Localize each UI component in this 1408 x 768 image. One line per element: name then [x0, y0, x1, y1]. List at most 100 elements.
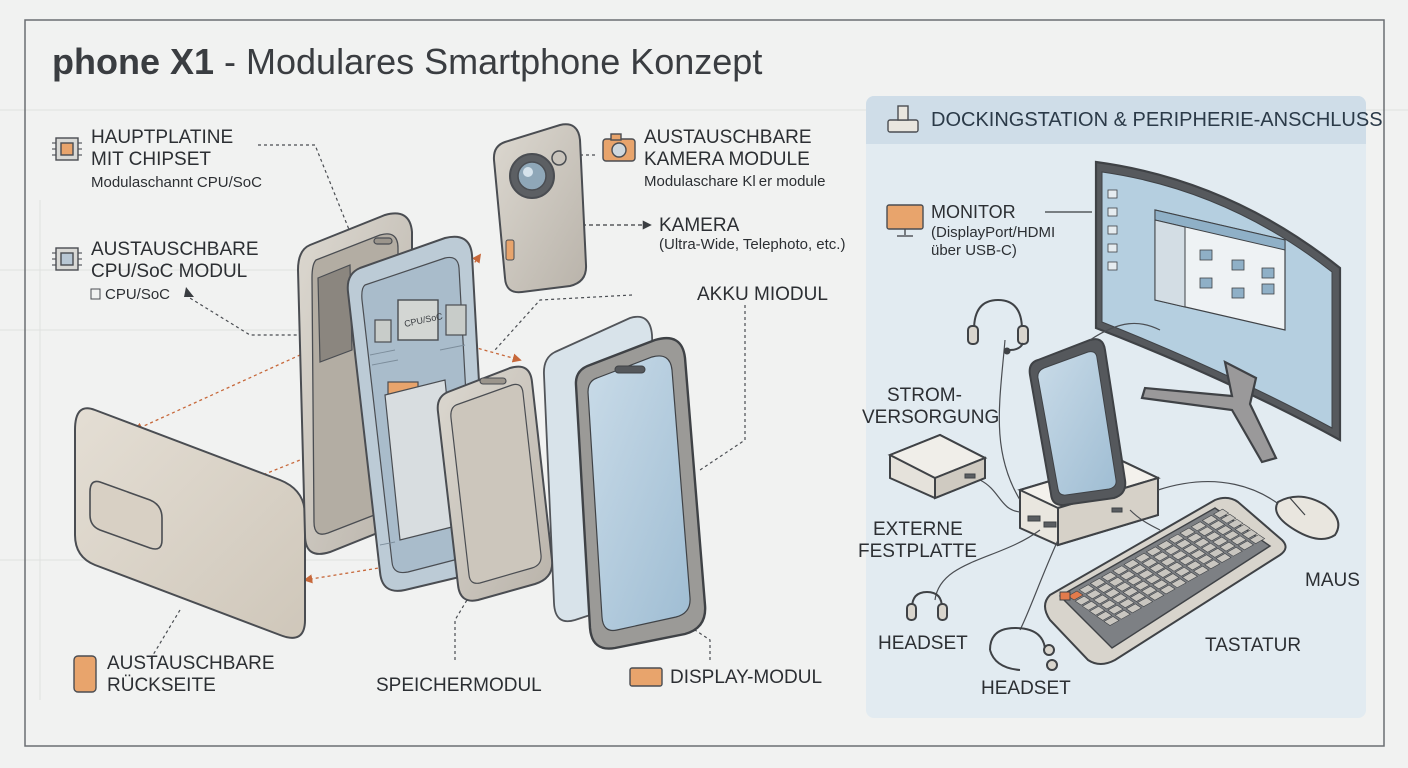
keyboard-key — [1189, 549, 1206, 559]
label-monitor-line2: (DisplayPort/HDMI — [931, 224, 1056, 241]
label-tastatur: TASTATUR — [1205, 635, 1302, 656]
label-cpu-line2: CPU/SoC MODUL — [91, 261, 248, 282]
dock-icon — [887, 105, 919, 133]
keyboard-key — [1167, 561, 1184, 572]
keyboard-key — [1067, 590, 1084, 601]
keyboard-key — [1137, 569, 1154, 580]
brand-name: phone X1 — [52, 41, 215, 82]
label-festplatte-line1: EXTERNE — [873, 519, 963, 540]
label-kamera-module-sub: Modulaschare Kl er module — [644, 173, 826, 190]
keyboard-key — [1129, 592, 1146, 602]
keyboard-key — [1223, 530, 1240, 541]
leader-lines — [149, 144, 746, 661]
keyboard-key — [1216, 525, 1233, 535]
keyboard-key — [1122, 587, 1139, 597]
chip-icon-hauptplatine — [52, 137, 82, 161]
label-monitor-line3: über USB-C) — [931, 242, 1017, 259]
keyboard-key — [1249, 534, 1266, 544]
label-hauptplatine-line1: HAUPTPLATINE — [91, 127, 234, 148]
label-rueckseite-line1: AUSTAUSCHBARE — [107, 653, 275, 674]
keyboard-key — [1220, 513, 1237, 524]
keyboard-key — [1175, 539, 1192, 549]
keyboard-key — [1237, 540, 1254, 551]
headset-bottom — [989, 626, 1058, 671]
keyboard-key — [1182, 544, 1199, 554]
keyboard-key — [1212, 536, 1229, 547]
keyboard-key — [1097, 583, 1114, 593]
headset-top — [967, 298, 1029, 355]
keyboard-key — [1081, 600, 1098, 611]
keyboard-key — [1159, 584, 1176, 595]
keyboard-key — [1145, 546, 1162, 557]
keyboard-key — [1104, 588, 1121, 598]
chip-icon-cpu — [52, 247, 82, 271]
label-strom-line1: STROM- — [887, 385, 962, 406]
keyboard-key — [1107, 604, 1124, 615]
label-kamera-module-line2: KAMERA MODULE — [644, 149, 810, 170]
keyboard-key — [1226, 546, 1243, 557]
keyboard-key — [1141, 585, 1158, 596]
keyboard-key — [1145, 574, 1162, 585]
label-kamera-module-line1: AUSTAUSCHBARE — [644, 127, 812, 148]
keyboard-key — [1096, 611, 1113, 621]
keyboard-key — [1137, 597, 1154, 607]
cables — [934, 322, 1281, 631]
display-icon — [629, 667, 663, 687]
keyboard-key — [1178, 555, 1195, 566]
keyboard-key — [1111, 593, 1128, 604]
label-headset-1: HEADSET — [878, 633, 968, 654]
keyboard-key — [1205, 531, 1222, 542]
camera-module — [492, 123, 588, 294]
label-cpu-sub: CPU/SoC — [105, 286, 171, 303]
panel-header: DOCKINGSTATION & PERIPHERIE-ANSCHLUSS — [931, 109, 1383, 131]
keyboard-key — [1148, 590, 1165, 601]
label-strom-line2: VERSORGUNG — [862, 407, 1000, 428]
keyboard-key — [1174, 566, 1191, 577]
label-kamera-sub: (Ultra-Wide, Telephoto, etc.) — [659, 236, 846, 253]
keyboard-key — [1152, 579, 1169, 590]
keyboard-key — [1093, 594, 1110, 605]
keyboard-key — [1153, 551, 1170, 562]
keyboard-key — [1201, 542, 1218, 553]
label-speicher: SPEICHERMODUL — [376, 675, 542, 696]
keyboard-key — [1133, 580, 1150, 591]
keyboard-key — [1125, 603, 1142, 614]
keyboard-key — [1156, 568, 1173, 578]
keyboard-key — [1241, 529, 1258, 539]
external-drive — [887, 433, 988, 500]
keyboard-key — [1185, 560, 1202, 571]
label-headset-2: HEADSET — [981, 678, 1071, 699]
keyboard-key — [1089, 578, 1106, 588]
keyboard-key — [1170, 578, 1187, 589]
keyboard-key — [1204, 559, 1221, 570]
keyboard-key — [1197, 526, 1214, 537]
keyboard-key — [1141, 557, 1158, 568]
keyboard-key — [1201, 515, 1218, 525]
keyboard-key — [1112, 565, 1129, 576]
keyboard-key — [1157, 540, 1174, 550]
keyboard-key — [1149, 563, 1166, 573]
keyboard-key — [1213, 508, 1230, 519]
keyboard-key — [1114, 609, 1131, 620]
label-akku: AKKU MIODUL — [697, 284, 828, 305]
keyboard-key — [1208, 548, 1225, 558]
keyboard-key — [1168, 533, 1185, 544]
keyboard-key — [1119, 570, 1136, 581]
label-cpu-line1: AUSTAUSCHBARE — [91, 239, 259, 260]
keyboard-key — [1190, 521, 1207, 532]
docking-station — [1017, 338, 1161, 547]
keyboard-key — [1230, 535, 1247, 546]
keyboard-key — [1179, 527, 1196, 538]
label-kamera: KAMERA — [659, 215, 740, 236]
keyboard-key — [1219, 541, 1236, 552]
monitor-icon — [886, 204, 924, 237]
keyboard-key — [1108, 576, 1125, 587]
keyboard-key — [1078, 584, 1095, 595]
keyboard-key — [1115, 581, 1132, 592]
headset-small — [906, 590, 948, 621]
keyboard-key — [1209, 520, 1226, 530]
keyboard-key — [1103, 616, 1120, 626]
keyboard-key — [1085, 589, 1102, 600]
keyboard-key — [1186, 532, 1203, 543]
